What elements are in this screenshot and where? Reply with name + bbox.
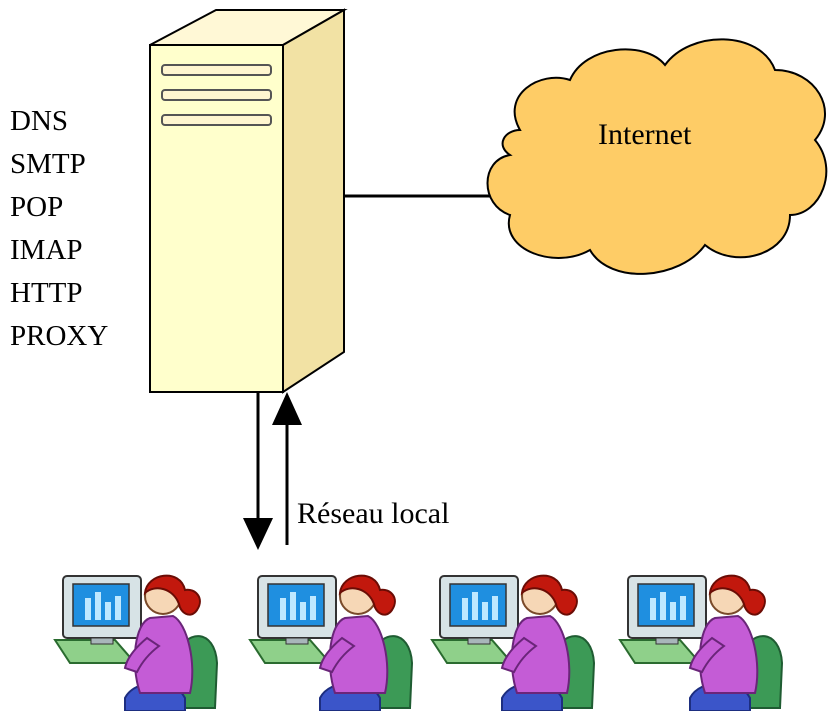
user-at-computer-icon (248, 574, 414, 712)
protocol-http: HTTP (10, 277, 83, 309)
user-at-computer-icon (430, 574, 596, 712)
server-drive-bay (161, 64, 272, 76)
protocol-proxy: PROXY (10, 320, 109, 352)
uplink-arrow-icon (272, 392, 302, 545)
protocol-imap: IMAP (10, 234, 83, 266)
server-drive-bay (161, 114, 272, 126)
server-tower-icon (149, 8, 348, 394)
user-at-computer-icon (53, 574, 219, 712)
cloud-icon (486, 38, 828, 275)
client-row (53, 574, 784, 712)
protocol-list: DNS SMTP POP IMAP HTTP PROXY (10, 100, 108, 358)
protocol-smtp: SMTP (10, 148, 86, 180)
protocol-dns: DNS (10, 105, 69, 137)
server-drive-bay (161, 89, 272, 101)
internet-label: Internet (598, 118, 692, 151)
downlink-arrow-icon (243, 392, 273, 550)
lan-label: Réseau local (297, 497, 450, 530)
protocol-pop: POP (10, 191, 64, 223)
user-at-computer-icon (618, 574, 784, 712)
